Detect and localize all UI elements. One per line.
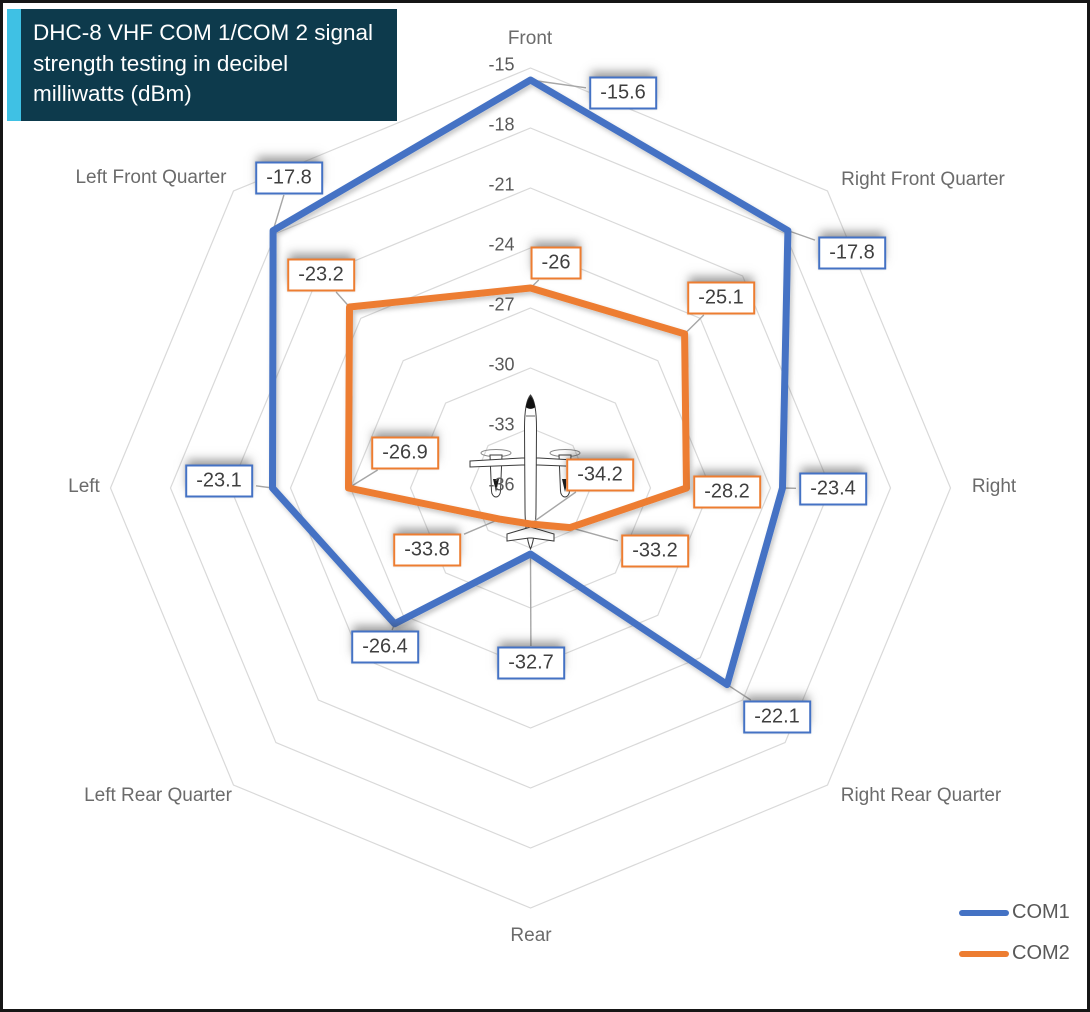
radial-tick--36: -36 [488, 474, 515, 495]
legend-label-com1: COM1 [1012, 901, 1070, 923]
radial-tick--24: -24 [488, 234, 515, 255]
data-label-com1-front: -15.6 [589, 76, 657, 110]
title-accent-bar [7, 9, 21, 121]
data-label-com1-right-rear-quarter: -22.1 [743, 700, 811, 734]
category-label-rear: Rear [510, 925, 552, 946]
data-label-com2-left-front-quarter: -23.2 [287, 258, 355, 292]
category-label-right: Right [971, 476, 1017, 497]
legend-label-com2: COM2 [1012, 942, 1070, 964]
gridline-ring--21 [229, 187, 832, 789]
category-label-left-rear-quarter: Left Rear Quarter [84, 785, 232, 806]
series-polygon-com1[interactable] [269, 76, 792, 689]
radial-tick--27: -27 [488, 294, 515, 315]
series-polygon-com2[interactable] [345, 284, 690, 532]
radial-tick--30: -30 [488, 354, 515, 375]
radial-tick--33: -33 [488, 414, 515, 435]
category-label-left-front-quarter: Left Front Quarter [75, 167, 227, 188]
radar-chart-canvas[interactable] [3, 3, 1090, 1012]
legend-entry-com1[interactable]: COM1 [959, 901, 1070, 924]
data-label-com2-right-front-quarter: -25.1 [687, 281, 755, 315]
com2-line-swatch-icon [959, 950, 1009, 957]
data-label-com2-front: -26 [530, 246, 582, 280]
legend: COM1 COM2 [959, 901, 1070, 983]
data-label-com1-left-rear-quarter: -26.4 [351, 630, 419, 664]
gridline-ring--18 [169, 127, 892, 849]
gridline-ring--24 [289, 247, 772, 729]
chart-title: DHC-8 VHF COM 1/COM 2 signal strength te… [21, 9, 397, 121]
category-label-right-rear-quarter: Right Rear Quarter [840, 785, 1002, 806]
com1-line-swatch-icon [959, 909, 1009, 916]
category-label-front: Front [507, 28, 553, 49]
data-label-com2-rear: -34.2 [566, 458, 634, 492]
legend-entry-com2[interactable]: COM2 [959, 942, 1070, 965]
data-label-com1-left-front-quarter: -17.8 [255, 161, 323, 195]
gridline-ring--15 [109, 67, 952, 909]
data-label-com1-right: -23.4 [799, 472, 867, 506]
data-label-com2-right: -28.2 [693, 475, 761, 509]
radial-tick--18: -18 [488, 114, 515, 135]
category-label-right-front-quarter: Right Front Quarter [841, 169, 1005, 190]
data-label-com2-right-rear-quarter: -33.2 [621, 534, 689, 568]
data-label-com1-rear: -32.7 [497, 646, 565, 680]
data-label-com1-right-front-quarter: -17.8 [818, 236, 886, 270]
radial-tick--21: -21 [488, 174, 515, 195]
category-label-left: Left [68, 476, 100, 497]
chart-title-block: DHC-8 VHF COM 1/COM 2 signal strength te… [7, 9, 397, 121]
data-label-com2-left-rear-quarter: -33.8 [393, 533, 461, 567]
radial-tick--15: -15 [488, 54, 515, 75]
data-label-com2-left: -26.9 [371, 436, 439, 470]
data-label-com1-left: -23.1 [185, 464, 253, 498]
